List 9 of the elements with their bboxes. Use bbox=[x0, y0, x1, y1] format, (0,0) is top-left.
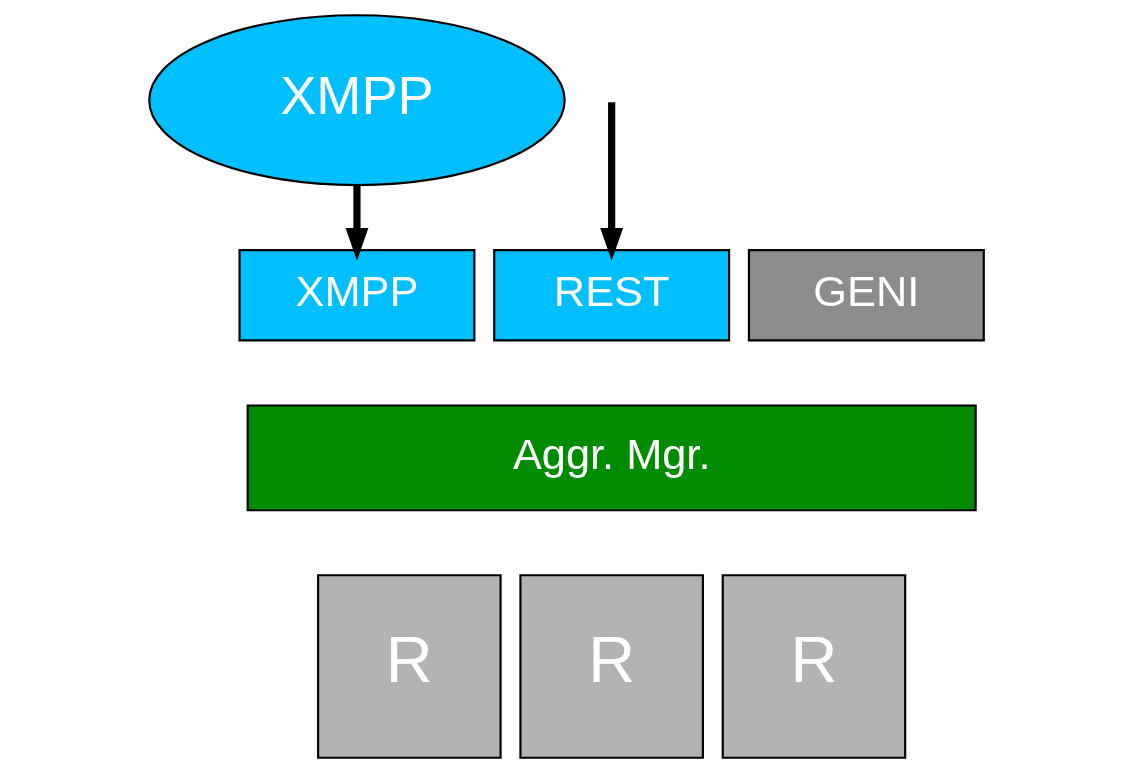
node-box: R bbox=[317, 574, 502, 759]
node-box: R bbox=[721, 574, 907, 759]
node-box: R bbox=[519, 574, 704, 759]
node-ellipse: XMPP bbox=[148, 14, 566, 187]
node-box: Aggr. Mgr. bbox=[246, 404, 977, 512]
node-box: GENI bbox=[747, 249, 985, 342]
arrow bbox=[345, 185, 369, 261]
node-box: REST bbox=[493, 249, 731, 342]
node-box: XMPP bbox=[238, 249, 476, 342]
